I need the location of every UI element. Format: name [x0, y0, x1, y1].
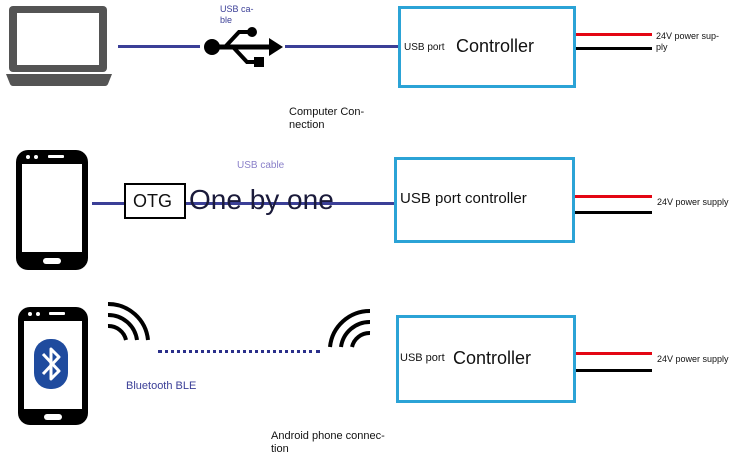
positive-wire-1	[576, 33, 652, 36]
otg-cable-left	[92, 202, 124, 205]
one-by-one-text: One by one	[189, 184, 334, 215]
bluetooth-ble-label: Bluetooth BLE	[126, 380, 197, 392]
positive-wire-2	[575, 195, 652, 198]
android-connection-caption: Android phone connec- tion	[271, 430, 385, 455]
otg-adapter	[124, 183, 186, 219]
usb-icon	[204, 27, 283, 67]
controller-box-3: USB port Controller	[396, 315, 576, 403]
controller-label-3: Controller	[453, 348, 532, 368]
negative-wire-1	[576, 47, 652, 50]
usb-port-label-1: USB port	[404, 42, 445, 53]
controller-box-1: USB port Controller	[398, 6, 576, 88]
smartphone-icon	[16, 150, 88, 270]
wireless-signal-icon	[328, 308, 371, 348]
bluetooth-icon	[34, 339, 68, 389]
usb-cable-right	[285, 45, 401, 48]
wireless-dotted-link	[158, 350, 320, 353]
usb-cable-label-2: USB cable	[237, 160, 285, 171]
otg-cable-right	[186, 202, 396, 205]
controller-box-2: USB port controller	[394, 157, 575, 243]
laptop-icon	[6, 6, 112, 86]
negative-wire-2	[575, 211, 652, 214]
usb-port-label-3: USB port	[400, 352, 445, 364]
power-label-3: 24V power supply	[657, 354, 729, 364]
wireless-signal-icon	[107, 301, 150, 341]
power-label-1: 24V power sup- ply	[656, 31, 720, 52]
usb-cable-label: USB ca- ble	[220, 4, 254, 25]
computer-connection-caption: Computer Con- nection	[289, 106, 365, 131]
controller-label-1: Controller	[456, 36, 535, 56]
power-label-2: 24V power supply	[657, 197, 729, 207]
positive-wire-3	[576, 352, 652, 355]
controller-label-2: USB port controller	[400, 190, 527, 207]
usb-cable-left	[118, 45, 200, 48]
otg-label: OTG	[133, 191, 172, 211]
negative-wire-3	[576, 369, 652, 372]
